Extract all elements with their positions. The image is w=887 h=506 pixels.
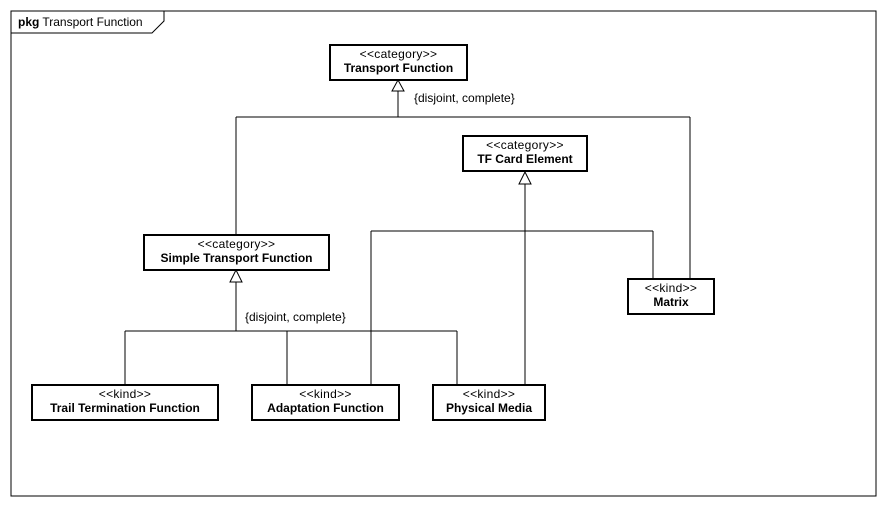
class-name: TF Card Element xyxy=(477,152,573,166)
constraint-label: {disjoint, complete} xyxy=(245,310,346,324)
class-stereotype: <<category>> xyxy=(197,237,276,251)
class-matrix[interactable]: <<kind>> Matrix xyxy=(627,278,715,315)
generalization-transport-function xyxy=(235,91,691,278)
class-transport-function[interactable]: <<category>> Transport Function xyxy=(329,44,468,81)
class-stereotype: <<kind>> xyxy=(644,281,698,295)
generalization-tf-card-element xyxy=(370,184,654,384)
package-tab xyxy=(11,11,165,34)
class-name: Matrix xyxy=(653,295,689,309)
class-name: Simple Transport Function xyxy=(160,251,313,265)
class-physical-media[interactable]: <<kind>> Physical Media xyxy=(432,384,546,421)
class-stereotype: <<kind>> xyxy=(299,387,352,401)
package-keyword: pkg xyxy=(18,15,40,29)
package-name: Transport Function xyxy=(42,15,143,29)
constraint-label: {disjoint, complete} xyxy=(414,91,515,105)
class-stereotype: <<kind>> xyxy=(98,387,152,401)
class-stereotype: <<category>> xyxy=(359,47,438,61)
class-stereotype: <<category>> xyxy=(486,138,564,152)
class-name: Adaptation Function xyxy=(267,401,384,415)
generalization-arrowhead-icon xyxy=(391,78,405,92)
generalization-simple-transport-function xyxy=(124,282,458,384)
package-frame xyxy=(10,10,877,497)
class-name: Trail Termination Function xyxy=(50,401,200,415)
class-adaptation-function[interactable]: <<kind>> Adaptation Function xyxy=(251,384,400,421)
class-trail-termination-function[interactable]: <<kind>> Trail Termination Function xyxy=(31,384,219,421)
class-name: Physical Media xyxy=(445,401,533,415)
class-name: Transport Function xyxy=(343,61,454,75)
class-tf-card-element[interactable]: <<category>> TF Card Element xyxy=(462,135,588,172)
class-stereotype: <<kind>> xyxy=(462,387,516,401)
generalization-arrowhead-icon xyxy=(229,268,243,283)
generalization-arrowhead-icon xyxy=(518,170,532,185)
class-simple-transport-function[interactable]: <<category>> Simple Transport Function xyxy=(143,234,330,271)
